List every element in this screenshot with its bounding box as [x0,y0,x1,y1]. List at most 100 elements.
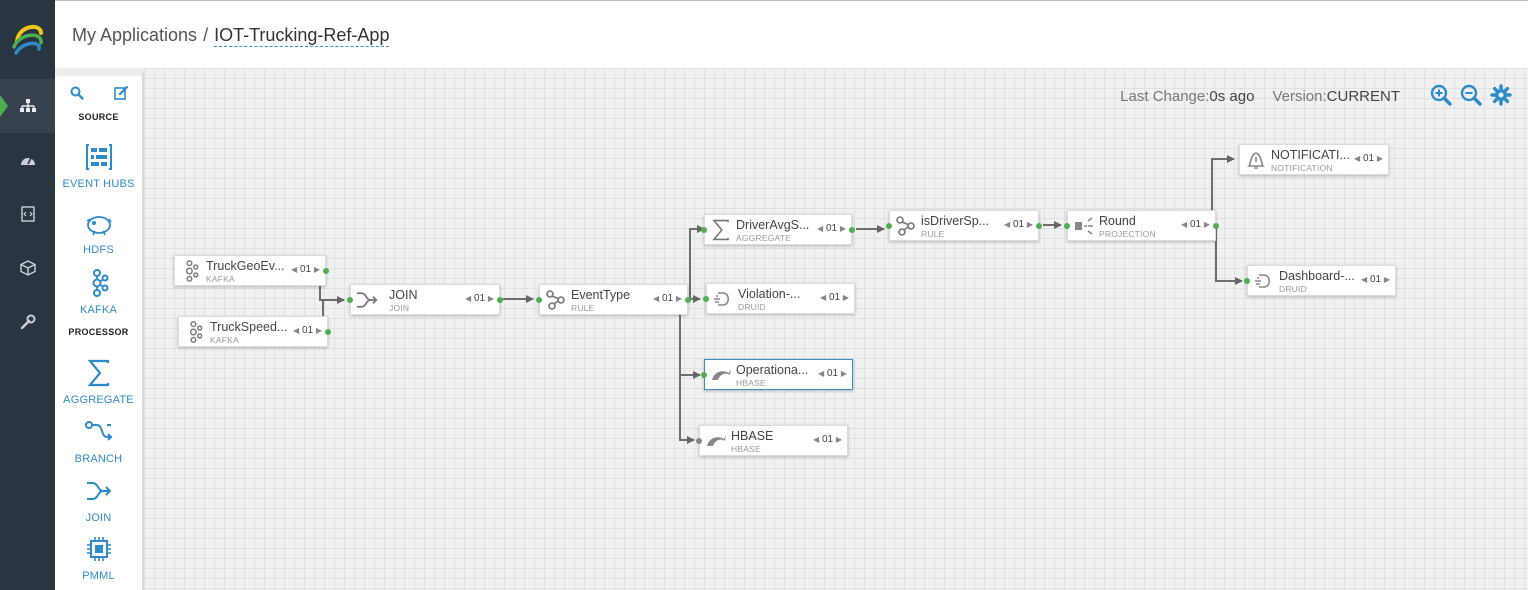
settings-gear-icon[interactable] [1490,84,1512,106]
node-title: TruckSpeed... [210,320,288,334]
input-port[interactable] [696,438,702,444]
zoom-out-icon[interactable] [1460,84,1482,106]
hbase-orca-icon [707,435,726,446]
edge-round-notification [1211,155,1235,225]
code-file-icon [20,206,35,222]
parallelism-value: 01 [1362,153,1375,164]
node-violation[interactable]: Violation-... DRUID ◀ 01 ▶ [703,283,855,314]
node-type: DRUID [738,302,766,312]
palette-item-branch[interactable]: BRANCH [55,417,142,465]
node-title: JOIN [389,288,418,302]
palette-item-label: HDFS [83,244,114,256]
palette-item-pmml[interactable]: PMML [55,534,142,582]
node-eventtype[interactable]: EventType RULE ◀ 01 ▶ [536,284,691,315]
palette-processor-heading: PROCESSOR [68,327,129,337]
parallelism-stepper[interactable]: ◀ 01 ▶ [1354,153,1383,164]
parallelism-stepper[interactable]: ◀ 01 ▶ [820,292,849,303]
connection-edges [319,155,1243,444]
input-port[interactable] [703,296,709,302]
projection-icon [1075,217,1093,235]
node-type: RULE [921,229,945,239]
input-port[interactable] [701,227,707,233]
palette-item-aggregate[interactable]: AGGREGATE [55,358,142,406]
node-driveravgspeed[interactable]: DriverAvgS... AGGREGATE ◀ 01 ▶ [701,214,855,245]
parallelism-stepper[interactable]: ◀ 01 ▶ [293,325,322,336]
decrease-icon: ◀ [291,265,298,274]
increase-icon: ▶ [487,294,494,303]
output-port[interactable] [849,227,855,233]
app-logo[interactable] [0,0,55,78]
parallelism-stepper[interactable]: ◀ 01 ▶ [817,223,846,234]
bell-icon [1247,152,1265,169]
increase-icon: ▶ [1203,220,1210,229]
palette-item-label: PMML [82,570,115,582]
parallelism-stepper[interactable]: ◀ 01 ▶ [1004,219,1033,230]
parallelism-stepper[interactable]: ◀ 01 ▶ [1361,274,1390,285]
parallelism-stepper[interactable]: ◀ 01 ▶ [818,368,847,379]
parallelism-stepper[interactable]: ◀ 01 ▶ [813,434,842,445]
node-operational[interactable]: Operationa... HBASE ◀ 01 ▶ [701,359,853,390]
node-truckspeed[interactable]: TruckSpeed... KAFKA ◀ 01 ▶ [178,316,331,347]
node-title: Violation-... [738,287,801,301]
output-port[interactable] [497,297,503,303]
parallelism-stepper[interactable]: ◀ 01 ▶ [465,293,494,304]
nav-configuration[interactable] [0,295,55,349]
node-round[interactable]: Round PROJECTION ◀ 01 ▶ [1064,210,1219,241]
input-port[interactable] [701,372,707,378]
edge-round-dashboard [1215,225,1243,285]
nav-packages[interactable] [0,241,55,295]
node-isdriverspeeding[interactable]: isDriverSp... RULE ◀ 01 ▶ [886,210,1042,241]
output-port[interactable] [325,329,331,335]
node-title: EventType [571,288,631,302]
node-type: KAFKA [210,335,239,345]
nav-code[interactable] [0,187,55,241]
node-type: KAFKA [206,274,235,284]
increase-icon: ▶ [1026,220,1033,229]
node-dashboard[interactable]: Dashboard-... DRUID ◀ 01 ▶ [1244,265,1396,296]
decrease-icon: ◀ [817,224,824,233]
output-port[interactable] [685,297,691,303]
output-port[interactable] [1213,223,1219,229]
node-join[interactable]: JOIN JOIN ◀ 01 ▶ [347,284,503,315]
node-type: NOTIFICATION [1271,163,1333,173]
parallelism-stepper[interactable]: ◀ 01 ▶ [291,264,320,275]
palette-item-kafka[interactable]: KAFKA [55,268,142,316]
node-notification[interactable]: NOTIFICATI... NOTIFICATION ◀ 01 ▶ [1239,144,1389,175]
parallelism-value: 01 [1012,219,1025,230]
nav-topology[interactable] [0,79,55,133]
palette-item-hdfs[interactable]: HDFS [55,210,142,256]
last-change-value: 0s ago [1209,88,1255,105]
palette-item-label: EVENT HUBS [62,178,135,190]
node-truckgeoevent[interactable]: TruckGeoEv... KAFKA ◀ 01 ▶ [174,255,329,286]
palette-item-event-hubs[interactable]: EVENT HUBS [55,142,142,190]
hbase-orca-icon [712,369,731,380]
input-port[interactable] [347,297,353,303]
parallelism-stepper[interactable]: ◀ 01 ▶ [1181,219,1210,230]
breadcrumb-my-applications[interactable]: My Applications [72,25,198,45]
palette-edit-icon[interactable] [114,85,129,105]
decrease-icon: ◀ [465,294,472,303]
input-port[interactable] [1244,278,1250,284]
node-hbase[interactable]: HBASE HBASE ◀ 01 ▶ [696,425,848,456]
increase-icon: ▶ [1376,154,1383,163]
node-title: Round [1099,214,1136,228]
input-port[interactable] [536,297,542,303]
sitemap-icon [19,99,36,112]
nav-dashboard[interactable] [0,133,55,187]
palette-search-icon[interactable] [70,86,84,105]
cube-icon [19,260,36,276]
aggregate-icon [87,359,109,387]
breadcrumb-app-name[interactable]: IOT-Trucking-Ref-App [214,25,390,47]
palette-item-join[interactable]: JOIN [55,476,142,524]
input-port[interactable] [886,223,892,229]
version-value: CURRENT [1326,88,1400,105]
output-port[interactable] [1036,223,1042,229]
node-title: Operationa... [736,363,809,377]
output-port[interactable] [323,268,329,274]
input-port[interactable] [1064,223,1070,229]
node-type: DRUID [1279,284,1307,294]
zoom-in-icon[interactable] [1430,84,1452,106]
parallelism-value: 01 [661,293,674,304]
parallelism-stepper[interactable]: ◀ 01 ▶ [653,293,682,304]
